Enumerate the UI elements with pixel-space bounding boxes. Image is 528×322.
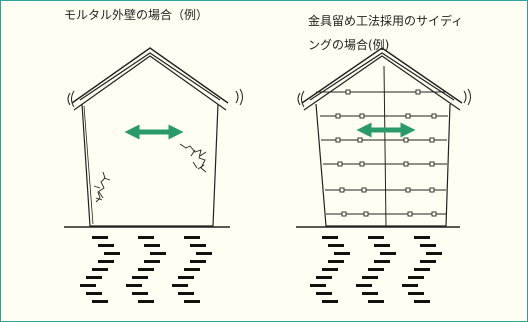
- right-vibration-mark-right: [463, 88, 471, 106]
- left-crack-left: [93, 171, 111, 203]
- right-house: [296, 47, 471, 228]
- siding-boards: [316, 91, 448, 215]
- ground-vibration-right: [310, 236, 442, 303]
- left-panel-caption: モルタル外壁の場合（例）: [64, 8, 209, 22]
- left-crack-right: [179, 143, 207, 173]
- right-panel-caption-line1: 金具留め工法採用のサイディ: [308, 14, 464, 28]
- right-panel-caption-line2: ングの場合(例): [308, 38, 390, 52]
- right-vibration-mark-left: [297, 90, 305, 108]
- left-house: [64, 47, 243, 228]
- ground-vibration-left: [80, 236, 212, 303]
- right-roof: [301, 47, 463, 104]
- left-roof: [71, 47, 229, 104]
- metal-clips: [335, 89, 437, 217]
- left-vibration-mark-left: [67, 90, 75, 108]
- left-vibration-mark-right: [235, 88, 243, 106]
- left-wall-outline: [81, 103, 219, 227]
